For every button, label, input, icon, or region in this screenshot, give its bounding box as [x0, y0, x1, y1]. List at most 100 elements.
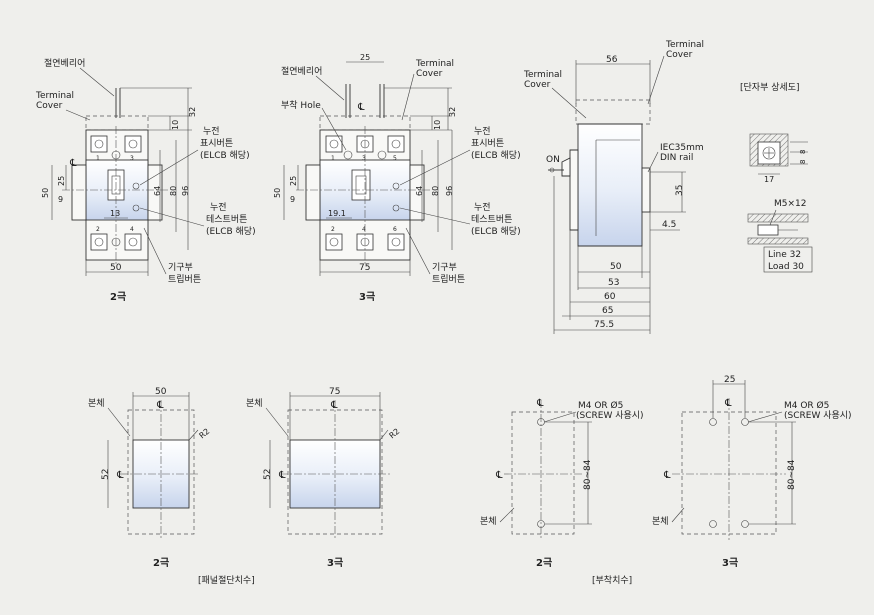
barrier-label: 절연베리어 — [281, 65, 322, 77]
width-50: 50 — [110, 263, 122, 273]
line-label: Line 32 — [768, 250, 801, 260]
cover-label-right: Cover — [666, 50, 693, 60]
cover-label: Cover — [416, 69, 443, 79]
terminal-screw — [94, 139, 104, 149]
dim-65: 65 — [602, 306, 613, 316]
barrier-label: 절연베리어 — [44, 57, 85, 69]
test-label: (ELCB 해당) — [206, 226, 256, 237]
neutral-label: (ELCB 해당) — [471, 150, 521, 161]
body-label: 본체 — [652, 516, 669, 527]
dim-80: 80 — [431, 186, 440, 196]
dim-h: 52 — [101, 469, 111, 480]
leader — [379, 429, 389, 441]
mount-hole-top-right — [741, 418, 749, 426]
leader — [65, 109, 91, 121]
terminal-bottom-6 — [387, 233, 405, 251]
dim-4-5: 4.5 — [662, 220, 676, 230]
dim-80: 80 — [169, 186, 178, 196]
load-label: Load 30 — [768, 262, 804, 272]
terminal-bottom-4 — [124, 233, 142, 251]
dim-25: 25 — [289, 176, 298, 186]
cutout-outline — [287, 409, 383, 535]
test-label: (ELCB 해당) — [471, 226, 521, 237]
mount-hole-bottom — [537, 520, 545, 528]
leader — [647, 55, 665, 105]
body-label: 본체 — [88, 398, 105, 409]
leader — [747, 411, 783, 423]
leader — [405, 227, 431, 275]
dim-19-1: 19.1 — [328, 209, 346, 218]
dim-w: 50 — [155, 387, 167, 397]
on-label: ON — [546, 155, 560, 165]
cl-symbol: ℄ — [724, 398, 732, 409]
side-body — [577, 123, 643, 247]
term-label-bottom: 2 — [331, 226, 335, 233]
terminal-top-3 — [124, 135, 142, 153]
term-label-bottom: 2 — [96, 226, 100, 233]
dim-75-5: 75.5 — [594, 320, 614, 330]
terminal-bottom-2 — [325, 233, 343, 251]
lever-tip — [549, 167, 555, 173]
leader — [265, 407, 289, 437]
terminal-section-top — [747, 213, 809, 223]
dim-50: 50 — [273, 188, 282, 198]
cover-label: Terminal — [35, 91, 74, 101]
dim-8a: 8 — [799, 150, 807, 154]
dim-56: 56 — [606, 55, 618, 65]
leader — [647, 151, 659, 173]
dim-17: 17 — [764, 175, 774, 184]
cl-symbol: ℄ — [330, 400, 338, 411]
handle — [351, 169, 371, 201]
leader — [321, 107, 347, 151]
breaker-side-left — [71, 164, 87, 221]
trip-label: 기구부 — [168, 262, 193, 273]
terminal-screw — [128, 139, 138, 149]
terminal-detail: [단자부 상세도] 8 8 17 M5×12 Line 32 Load 30 — [740, 82, 813, 273]
leader — [139, 149, 199, 186]
caption-2p: 2극 — [536, 557, 552, 569]
mount-title: [부착치수] — [592, 574, 632, 586]
cover-label: Terminal — [415, 59, 454, 69]
leader — [139, 207, 205, 227]
dim-25: 25 — [57, 176, 66, 186]
dim-35: 35 — [675, 185, 685, 196]
rail-label: DIN rail — [660, 153, 693, 163]
leader — [399, 207, 471, 225]
line-load-box — [763, 246, 813, 273]
terminal-title: [단자부 상세도] — [740, 82, 800, 93]
side-cover-top — [575, 99, 651, 125]
dim-9: 9 — [290, 195, 295, 204]
cl-symbol: ℄ — [278, 470, 286, 481]
leader — [551, 87, 587, 119]
test-label: 누전 — [210, 202, 227, 213]
mount-hole — [377, 150, 387, 160]
terminal-screw — [128, 237, 138, 247]
term-label-top: 1 — [331, 155, 335, 162]
indicator-button — [132, 182, 140, 190]
cl-symbol: ℄ — [536, 398, 544, 409]
caption-3p: 3극 — [722, 557, 738, 569]
breaker-side-left — [305, 164, 321, 221]
neutral-label: 누전 — [474, 126, 491, 137]
term-label-bottom: 6 — [393, 226, 397, 233]
screw-label: (SCREW 사용시) — [576, 410, 644, 421]
mount-hole-bottom-right — [741, 520, 749, 528]
front-view-2pole: 1 3 2 4 절연베리어 Terminal Cover 10 32 누전 표시… — [35, 57, 256, 303]
cl-symbol: ℄ — [495, 470, 503, 481]
dim-60: 60 — [604, 292, 616, 302]
leader — [401, 73, 415, 121]
handle-inner — [355, 175, 367, 195]
leader — [188, 429, 199, 441]
terminal-screw — [391, 237, 401, 247]
panel-cutout-2pole: ℄ ℄ 50 52 본체 R2 2극 — [88, 387, 211, 569]
cl-symbol: ℄ — [663, 470, 671, 481]
front-view-3pole: 1 3 5 2 4 6 절연베리어 부착 Hole Terminal Cover… — [273, 53, 521, 303]
radius-label: R2 — [197, 427, 211, 441]
screw-label: M5×12 — [774, 199, 806, 209]
trip-label: 트립버튼 — [432, 274, 465, 285]
term-label-top: 3 — [130, 155, 134, 162]
mounting-3pole: ℄ ℄ 25 80~84 M4 OR Ø5 (SCREW 사용시) 본체 3극 — [652, 375, 852, 569]
dim-32: 32 — [448, 107, 457, 117]
dim-h: 52 — [263, 469, 273, 480]
